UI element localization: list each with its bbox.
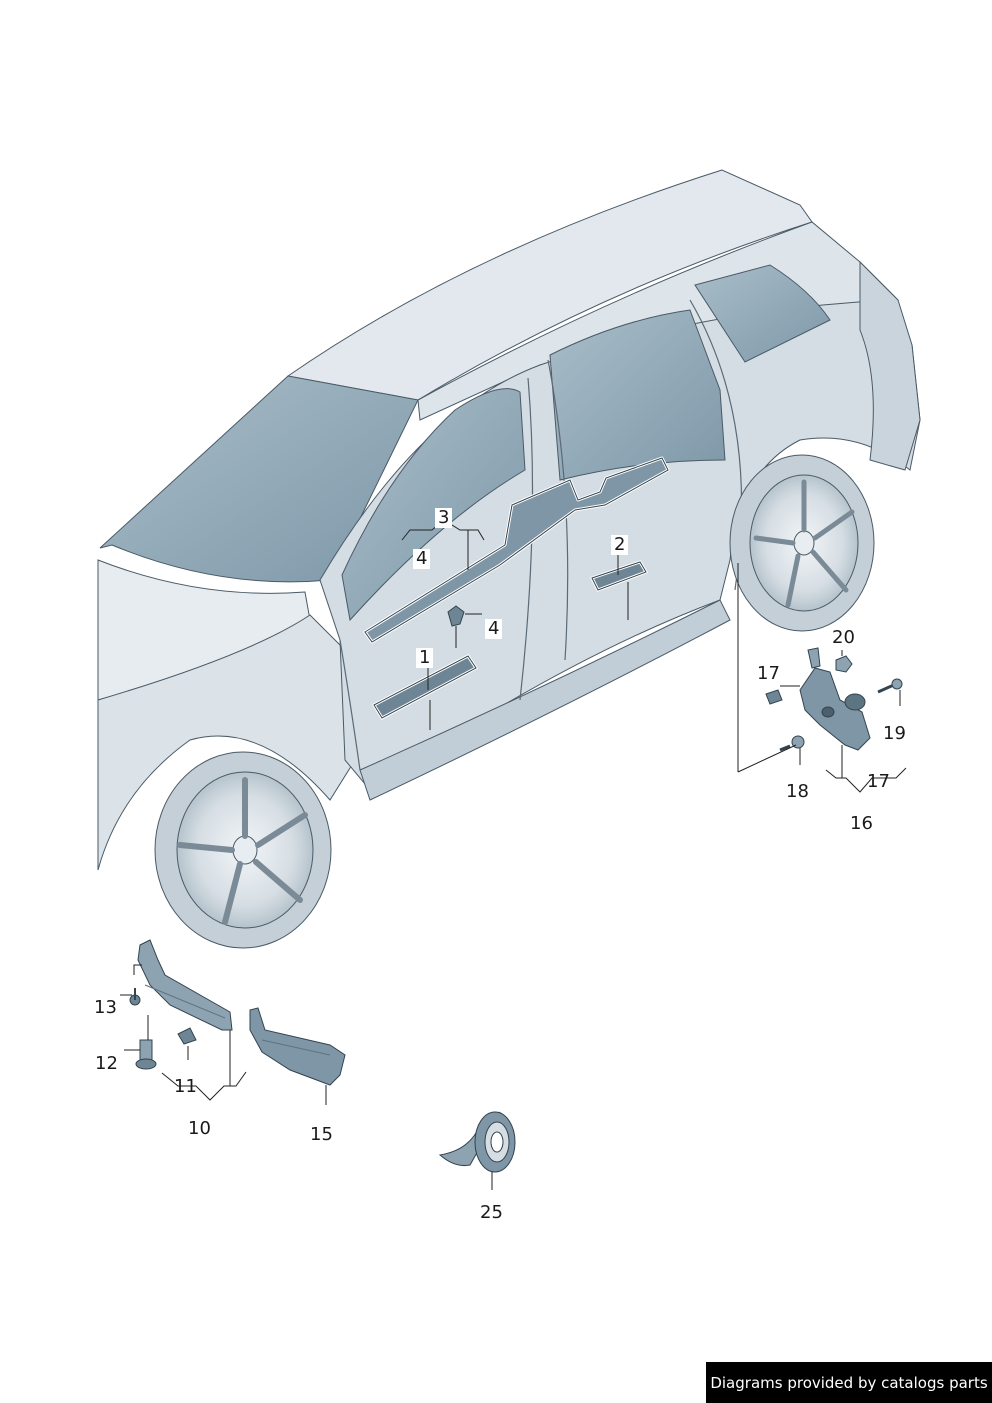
front-wheel: [154, 751, 332, 949]
callout-4-upper: 4: [413, 549, 431, 569]
callout-4-lower: 4: [485, 619, 503, 639]
rear-wheel: [729, 454, 875, 632]
credit-banner[interactable]: Diagrams provided by catalogs parts: [706, 1362, 992, 1403]
callout-13: 13: [94, 997, 117, 1018]
callout-10: 10: [188, 1118, 211, 1139]
callout-18: 18: [786, 781, 809, 802]
tape-roll-part-25: [438, 1111, 516, 1173]
callout-25: 25: [480, 1202, 503, 1223]
bracket-assembly-10: [129, 939, 233, 1070]
callout-16: 16: [850, 813, 873, 834]
callout-17-upper: 17: [757, 663, 780, 684]
leader-lines-10: [120, 964, 247, 1101]
callout-1: 1: [416, 648, 434, 668]
callout-2: 2: [611, 535, 629, 555]
clip-part-4: [447, 605, 465, 627]
mud-flap-part-15: [249, 1007, 346, 1086]
callout-11: 11: [174, 1076, 197, 1097]
bracket-assembly-16: [765, 647, 903, 752]
callout-15: 15: [310, 1124, 333, 1145]
callout-12: 12: [95, 1053, 118, 1074]
callout-3: 3: [435, 508, 453, 528]
callout-20: 20: [832, 627, 855, 648]
callout-19: 19: [883, 723, 906, 744]
leader-lines-16: [737, 563, 907, 793]
callout-17-lower: 17: [867, 771, 890, 792]
